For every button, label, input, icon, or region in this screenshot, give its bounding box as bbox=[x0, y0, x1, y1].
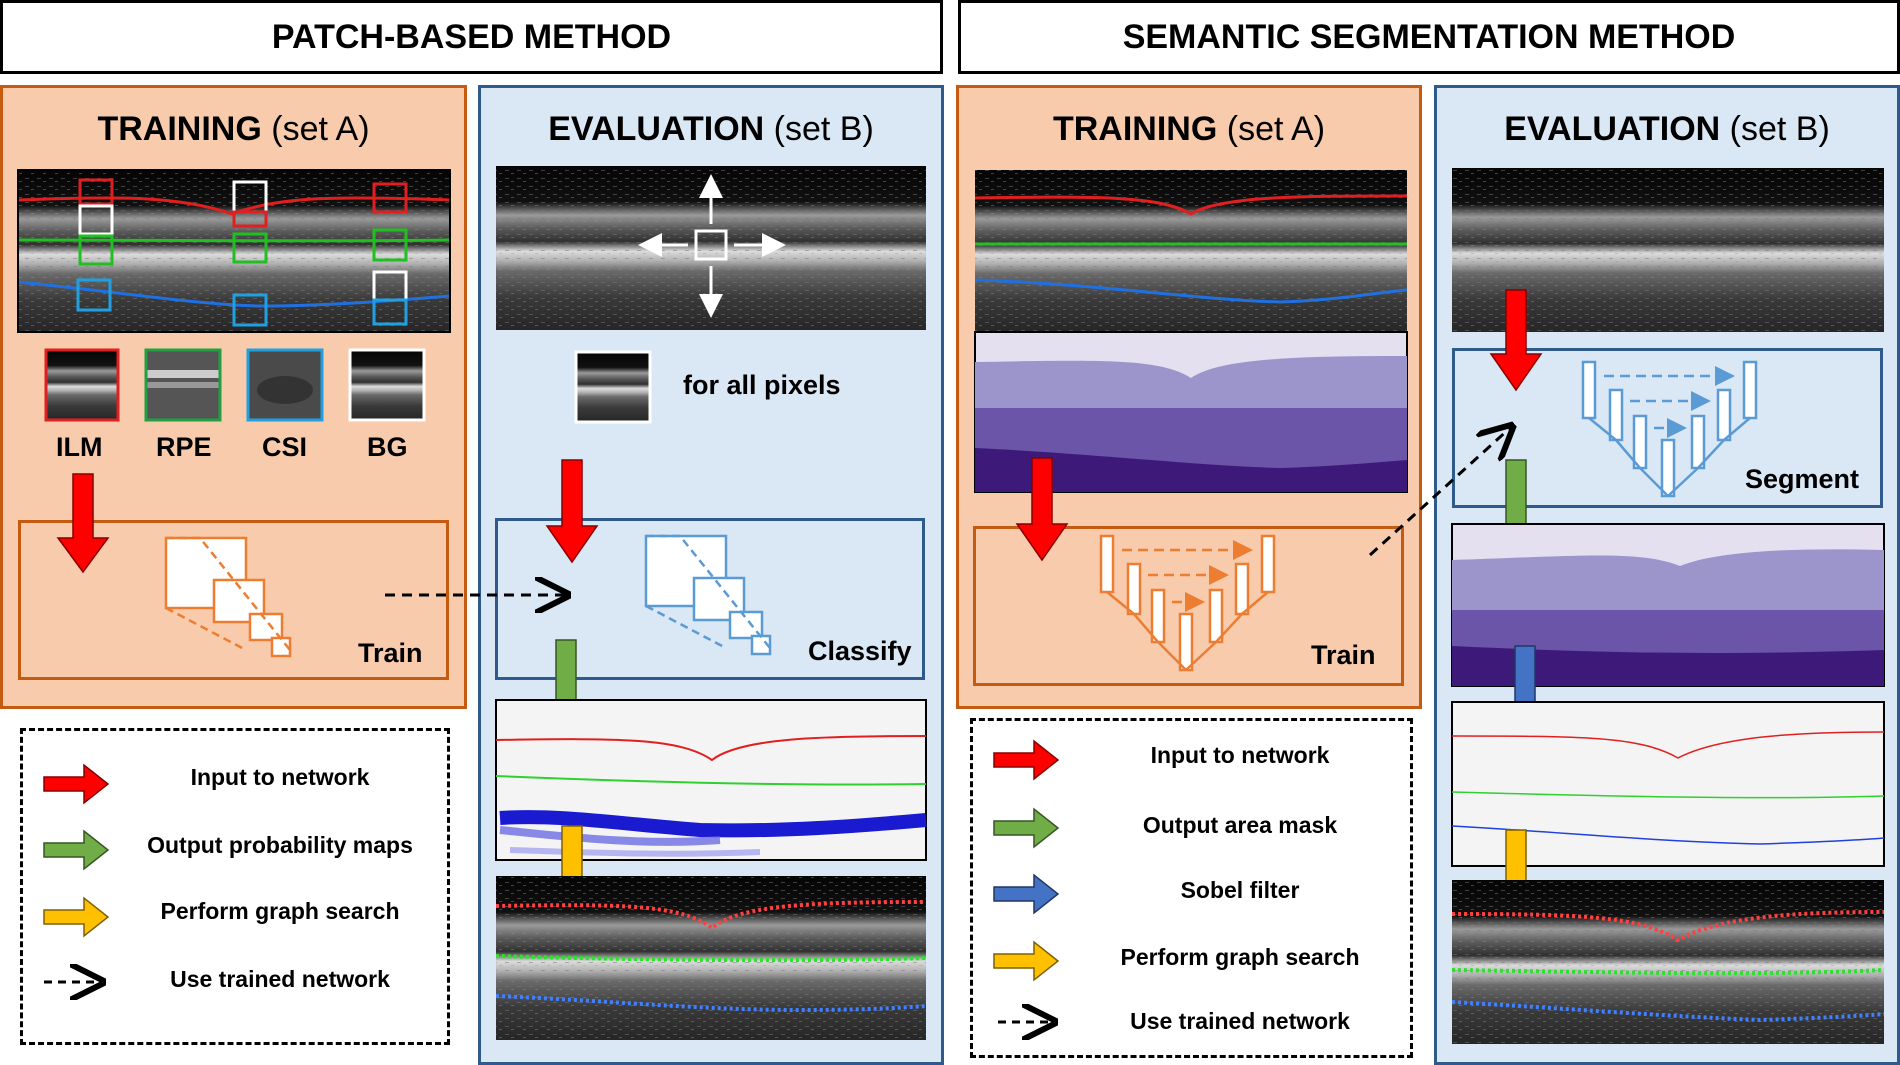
semantic-legend-output: Output area mask bbox=[1142, 812, 1338, 838]
patch-legend-input: Input to network bbox=[190, 764, 370, 790]
patch-classify-cnn-icon bbox=[644, 534, 772, 656]
semantic-legend-use-trained: Use trained network bbox=[1130, 1008, 1350, 1034]
semantic-train-unet-icon bbox=[1099, 534, 1276, 672]
semantic-legend-sobel: Sobel filter bbox=[1180, 877, 1300, 903]
patch-legend-arrows bbox=[43, 763, 110, 982]
patch-eval-input-arrow bbox=[545, 459, 599, 564]
semantic-segment-unet-icon bbox=[1581, 360, 1758, 498]
patch-csi bbox=[246, 348, 324, 422]
semantic-evaluation-oct-image bbox=[1452, 168, 1884, 332]
patch-ilm bbox=[44, 348, 120, 422]
semantic-training-oct-image bbox=[974, 170, 1408, 332]
patch-legend-output: Output probability maps bbox=[147, 832, 413, 858]
patch-input-arrow bbox=[56, 473, 110, 574]
patch-training-title: TRAINING (set A) bbox=[97, 110, 370, 148]
patch-label-ilm: ILM bbox=[56, 432, 103, 462]
semantic-use-trained-arrow bbox=[1368, 428, 1510, 557]
semantic-training-title: TRAINING (set A) bbox=[1052, 110, 1326, 148]
probability-map-image bbox=[495, 699, 927, 861]
pixel-patch-thumbnail bbox=[574, 350, 652, 424]
semantic-evaluation-title: EVALUATION (set B) bbox=[1504, 110, 1830, 148]
semantic-evaluation-mask-image bbox=[1451, 523, 1885, 687]
semantic-legend-graph-search: Perform graph search bbox=[1120, 944, 1360, 970]
patch-evaluation-title: EVALUATION (set B) bbox=[548, 110, 874, 148]
semantic-result-oct-image bbox=[1451, 880, 1885, 1044]
patch-label-bg: BG bbox=[367, 432, 408, 462]
patch-training-oct-image bbox=[17, 169, 451, 333]
semantic-eval-input-arrow bbox=[1489, 289, 1543, 392]
semantic-method-header: SEMANTIC SEGMENTATION METHOD bbox=[958, 0, 1900, 74]
patch-method-header-text: PATCH-BASED METHOD bbox=[271, 17, 672, 56]
patch-classify-label: Classify bbox=[808, 636, 912, 666]
patch-method-header: PATCH-BASED METHOD bbox=[0, 0, 943, 74]
patch-train-label: Train bbox=[358, 638, 423, 668]
semantic-segment-label: Segment bbox=[1745, 464, 1860, 494]
patch-legend-graph-search: Perform graph search bbox=[160, 898, 400, 924]
semantic-legend-arrows bbox=[993, 739, 1060, 1022]
patch-bg bbox=[348, 348, 426, 422]
patch-evaluation-oct-image bbox=[496, 166, 926, 330]
for-all-pixels-label: for all pixels bbox=[683, 370, 841, 400]
semantic-train-label: Train bbox=[1311, 640, 1376, 670]
patch-legend-use-trained: Use trained network bbox=[170, 966, 390, 992]
patch-result-oct-image bbox=[495, 876, 927, 1040]
patch-rpe bbox=[144, 348, 222, 422]
patch-label-rpe: RPE bbox=[156, 432, 212, 462]
patch-train-cnn-icon bbox=[164, 536, 292, 658]
patch-label-csi: CSI bbox=[262, 432, 308, 462]
semantic-legend-input: Input to network bbox=[1150, 742, 1330, 768]
semantic-method-header-text: SEMANTIC SEGMENTATION METHOD bbox=[1122, 17, 1736, 56]
semantic-input-arrow bbox=[1015, 457, 1069, 562]
